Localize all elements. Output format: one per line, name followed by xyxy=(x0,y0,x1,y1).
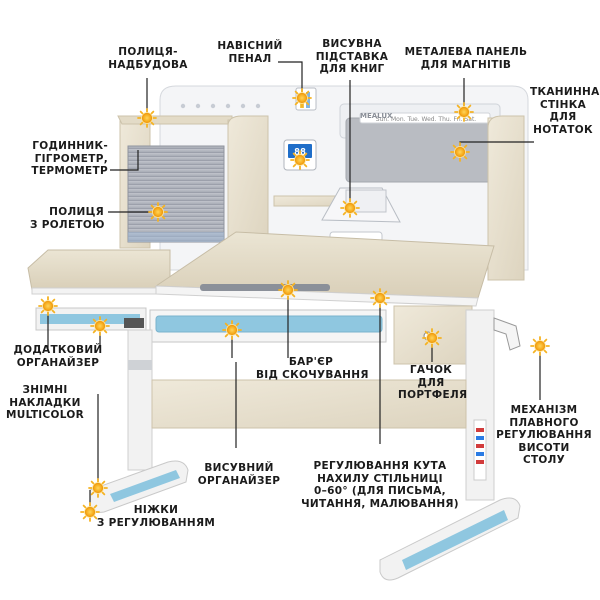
sun-marker-icon xyxy=(530,336,550,356)
sun-marker-icon xyxy=(222,320,242,340)
sun-marker-icon xyxy=(370,288,390,308)
fabric-wall xyxy=(345,117,493,183)
frame xyxy=(89,309,521,581)
desk-top xyxy=(27,231,495,365)
anti-roll-barrier xyxy=(200,284,330,291)
brand-logo: MEALUX xyxy=(360,112,393,120)
sun-marker-icon xyxy=(148,202,168,222)
sun-marker-icon xyxy=(340,198,360,218)
sun-marker-icon xyxy=(450,142,470,162)
cross-bar xyxy=(151,379,467,429)
label-shelf-top: ПОЛИЦЯ-НАДБУДОВА xyxy=(108,46,188,71)
sun-marker-icon xyxy=(422,328,442,348)
label-clock: ГОДИННИК-ГІГРОМЕТР,ТЕРМОМЕТР xyxy=(31,140,108,177)
sun-marker-icon xyxy=(292,88,312,108)
sun-marker-icon xyxy=(80,502,100,522)
sun-marker-icon xyxy=(278,280,298,300)
main-drawer xyxy=(149,309,387,343)
calendar-days: Sun. Mon. Tue. Wed. Thu. Fri. Sat. xyxy=(376,116,477,123)
side-organizer xyxy=(35,307,147,331)
sun-marker-icon xyxy=(38,296,58,316)
sun-marker-icon xyxy=(137,108,157,128)
sun-marker-icon xyxy=(88,478,108,498)
sun-marker-icon xyxy=(90,316,110,336)
sun-marker-icon xyxy=(454,102,474,122)
roller-shelf xyxy=(127,145,225,243)
markers xyxy=(38,88,550,522)
sun-marker-icon xyxy=(290,150,310,170)
crank-handle xyxy=(493,317,521,351)
